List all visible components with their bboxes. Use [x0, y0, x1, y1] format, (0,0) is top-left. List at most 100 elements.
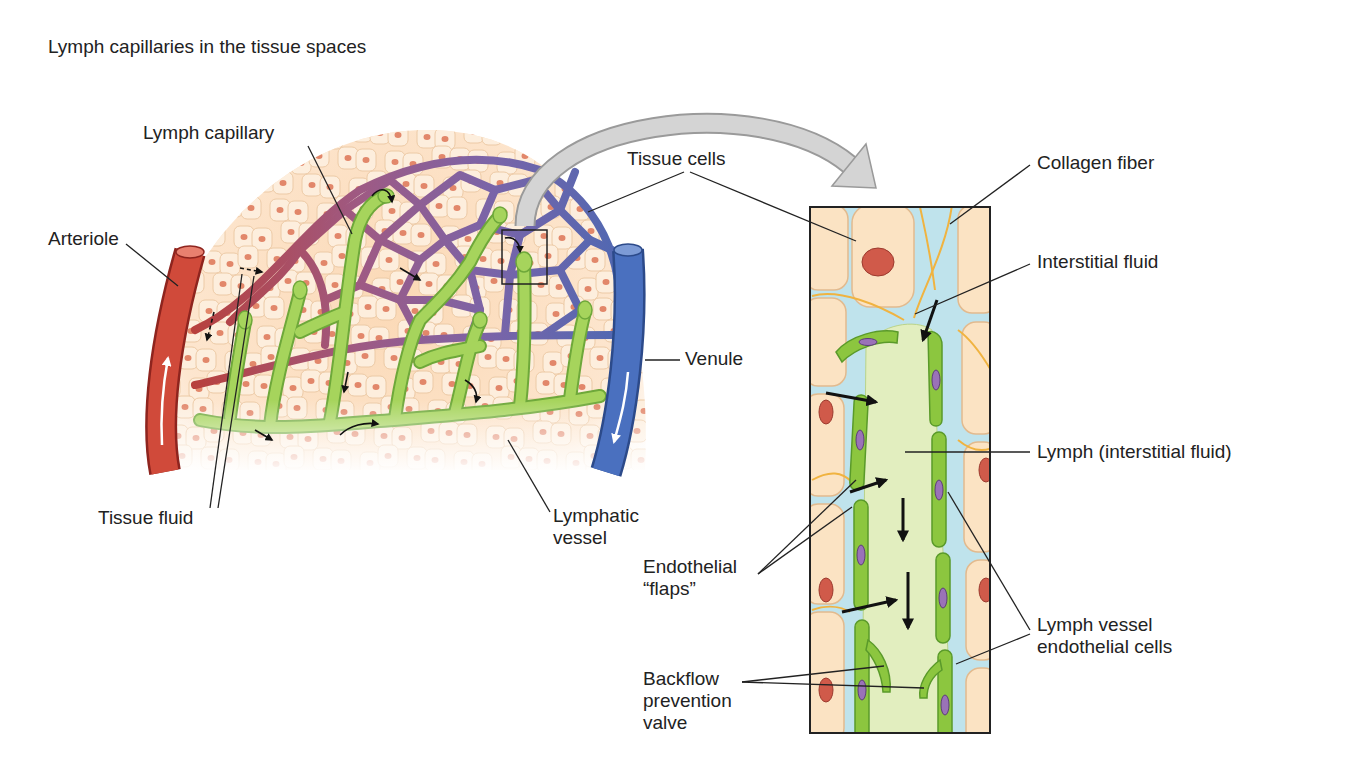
tissue-cell	[411, 224, 431, 246]
tissue-cell	[220, 253, 240, 275]
tissue-cell	[496, 348, 516, 370]
part-label: Lymph vessel endothelial cells	[1037, 614, 1202, 658]
tissue-cell	[305, 125, 325, 147]
tissue-cell	[241, 197, 261, 219]
tissue-cell	[482, 123, 502, 145]
tissue-cell	[328, 225, 348, 247]
tissue-cell	[223, 195, 243, 217]
arteriole-vessel	[161, 246, 204, 472]
tissue-cell	[255, 170, 275, 192]
tissue-cell	[179, 151, 199, 173]
part-label: Interstitial fluid	[1037, 251, 1158, 273]
part-label: Venule	[685, 348, 743, 370]
tissue-cell	[352, 120, 372, 142]
tissue-cell	[147, 198, 167, 220]
part-label: Lymph (interstitial fluid)	[1037, 441, 1232, 463]
tissue-cell	[511, 125, 531, 147]
tissue-cell	[529, 127, 549, 149]
part-label: Lymphatic vessel	[553, 505, 663, 549]
part-label: Endothelial “flaps”	[643, 556, 763, 600]
tissue-cell	[237, 177, 257, 199]
tissue-cell	[602, 173, 622, 195]
flow-arrows	[207, 190, 520, 440]
lymph-capillary-network	[200, 189, 600, 427]
tissue-cell	[262, 150, 282, 172]
tissue-cell	[210, 322, 230, 344]
tissue-cell	[196, 349, 216, 371]
tissue-cell	[628, 224, 648, 246]
tissue-cell	[536, 372, 556, 394]
zoom-box	[502, 230, 547, 284]
tissue-cell	[590, 347, 610, 369]
lymph-capillary-closeup	[810, 207, 990, 733]
tissue-cell	[320, 176, 340, 198]
tissue-cell	[143, 178, 163, 200]
tissue-cell	[176, 200, 196, 222]
tissue-cell	[213, 273, 233, 295]
tissue-cell	[606, 202, 626, 224]
tissue-cell	[494, 201, 514, 223]
tissue-cell	[323, 127, 343, 149]
tissue-cell	[197, 153, 217, 175]
tissue-cell	[150, 149, 170, 171]
part-label: Tissue fluid	[98, 507, 193, 529]
tissue-fade	[140, 400, 660, 480]
tissue-cell	[309, 145, 329, 167]
tissue-cell	[244, 148, 264, 170]
tissue-cell	[356, 149, 376, 171]
tissue-cell	[288, 201, 308, 223]
tissue-cell	[264, 297, 284, 319]
part-label: Tissue cells	[627, 148, 726, 170]
venule-vessel	[606, 244, 642, 472]
tissue-cell	[291, 152, 311, 174]
tissue-cell	[140, 227, 160, 249]
tissue-cell	[531, 274, 551, 296]
part-label: Lymph capillary	[143, 122, 274, 144]
tissue-cell	[208, 175, 228, 197]
tissue-cell	[202, 251, 222, 273]
tissue-cell	[620, 175, 640, 197]
part-label: Arteriole	[48, 228, 119, 250]
tissue-cell	[417, 126, 437, 148]
leader-lines	[126, 146, 1030, 688]
tissue-cell	[366, 376, 386, 398]
tissue-cell	[413, 371, 433, 393]
tissue-cell	[238, 246, 258, 268]
diagram-title: Lymph capillaries in the tissue spaces	[48, 36, 366, 58]
tissue-cell	[205, 224, 225, 246]
tissue-cell	[137, 276, 157, 298]
fluid-arrows	[826, 300, 937, 628]
tissue-cell	[234, 226, 254, 248]
tissue-cell	[419, 273, 439, 295]
tissue-cell	[370, 122, 390, 144]
tissue-cell	[194, 202, 214, 224]
tissue-cell	[270, 199, 290, 221]
tissue-cell	[257, 326, 277, 348]
tissue-cell	[301, 370, 321, 392]
tissue-cell	[187, 222, 207, 244]
tissue-cell	[609, 153, 629, 175]
tissue-cell	[215, 146, 235, 168]
tissue-cell	[464, 121, 484, 143]
tissue-cell	[273, 172, 293, 194]
part-label: Backflow prevention valve	[643, 668, 743, 734]
tissue-cell	[538, 245, 558, 267]
tissue-cell	[635, 195, 655, 217]
tissue-cell	[161, 171, 181, 193]
tissue-cell	[358, 296, 378, 318]
closeup-frame	[810, 207, 990, 733]
tissue-cell	[447, 197, 467, 219]
tissue-cell	[543, 352, 563, 374]
tissue-cell	[276, 123, 296, 145]
tissue-cell	[338, 147, 358, 169]
tissue-cell	[348, 374, 368, 396]
part-label: Collagen fiber	[1037, 152, 1154, 174]
tissue-cell	[585, 249, 605, 271]
tissue-cell	[302, 174, 322, 196]
tissue-cell	[388, 124, 408, 146]
tissue-cell	[558, 120, 578, 142]
tissue-cell	[158, 220, 178, 242]
tissue-cell	[593, 298, 613, 320]
